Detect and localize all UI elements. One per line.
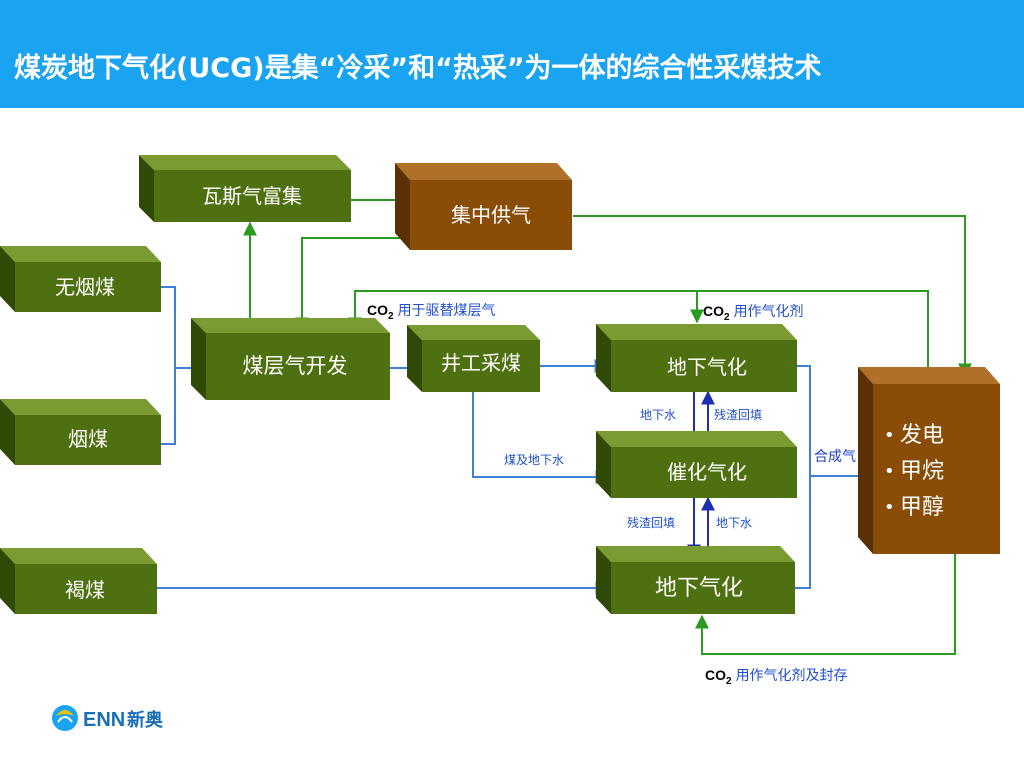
co2-displace-text: 用于驱替煤层气 — [398, 303, 496, 319]
line-central-to-outputs — [573, 215, 972, 378]
enn-logo-text-cn: 新奥 — [127, 709, 164, 730]
output-bullet-3: • — [884, 497, 895, 518]
output-methanol: 甲醇 — [900, 495, 944, 520]
box-bituminous: 烟煤 — [0, 399, 161, 465]
box-central-gas-supply-label: 集中供气 — [451, 203, 531, 227]
box-anthracite-label: 无烟煤 — [55, 275, 115, 299]
line-central-to-cbm — [295, 237, 402, 332]
page-title: 煤炭地下气化(UCG)是集“冷采”和“热采”为一体的综合性采煤技术 — [14, 53, 822, 84]
enn-logo: ENN 新奥 — [52, 705, 164, 731]
title-banner: 煤炭地下气化(UCG)是集“冷采”和“热采”为一体的综合性采煤技术 — [0, 0, 1024, 108]
box-ucg-top: 地下气化 — [596, 324, 797, 392]
box-outputs: • 发电 • 甲烷 • 甲醇 — [858, 367, 1000, 554]
line-co2-loop — [348, 290, 929, 376]
note-slag-fill-2: 残渣回填 — [627, 516, 675, 530]
enn-logo-text: ENN — [83, 709, 125, 731]
box-ucg-bottom: 地下气化 — [596, 546, 795, 614]
co2-agent-sub: 2 — [724, 312, 730, 323]
output-methane: 甲烷 — [900, 459, 944, 484]
co2-displace-prefix: CO — [367, 302, 388, 318]
box-shaft-mining: 井工采煤 — [407, 325, 540, 392]
output-bullet-1: • — [884, 425, 895, 446]
box-catalytic-gasification: 催化气化 — [596, 431, 797, 498]
note-groundwater-2: 地下水 — [716, 516, 752, 530]
box-catalytic-gasification-label: 催化气化 — [667, 460, 747, 484]
co2-displace-note: CO2 用于驱替煤层气 — [367, 302, 496, 322]
note-syngas: 合成气 — [814, 449, 856, 465]
co2-store-prefix: CO — [705, 667, 726, 683]
box-ucg-bottom-label: 地下气化 — [655, 576, 743, 601]
output-bullet-2: • — [884, 461, 895, 482]
note-coal-groundwater: 煤及地下水 — [504, 453, 564, 467]
box-lignite-label: 褐煤 — [65, 578, 105, 602]
box-bituminous-label: 烟煤 — [68, 427, 108, 451]
co2-agent-text: 用作气化剂 — [734, 304, 804, 320]
box-anthracite: 无烟煤 — [0, 246, 161, 312]
note-groundwater-1: 地下水 — [640, 408, 676, 422]
box-shaft-mining-label: 井工采煤 — [441, 351, 521, 375]
line-anthracite-merge — [160, 286, 176, 445]
line-co2-store — [695, 554, 956, 655]
co2-store-sub: 2 — [726, 676, 732, 687]
line-syngas-collector — [795, 365, 811, 589]
box-lignite: 褐煤 — [0, 548, 157, 614]
box-cbm-development-label: 煤层气开发 — [243, 354, 348, 378]
co2-store-text: 用作气化剂及封存 — [736, 668, 848, 684]
box-ucg-top-label: 地下气化 — [667, 355, 747, 379]
note-slag-fill-1: 残渣回填 — [714, 408, 762, 422]
box-central-gas-supply: 集中供气 — [395, 163, 572, 250]
co2-store-note: CO2 用作气化剂及封存 — [705, 667, 848, 687]
line-shaft-to-catalytic — [472, 390, 610, 484]
co2-agent-note: CO2 用作气化剂 — [703, 303, 804, 323]
co2-displace-sub: 2 — [388, 311, 394, 322]
box-gas-enrichment-label: 瓦斯气富集 — [202, 184, 302, 208]
co2-agent-prefix: CO — [703, 303, 724, 319]
box-gas-enrichment: 瓦斯气富集 — [139, 155, 351, 222]
connectors — [157, 199, 972, 655]
box-cbm-development: 煤层气开发 — [191, 318, 390, 400]
output-power: 发电 — [900, 423, 944, 448]
